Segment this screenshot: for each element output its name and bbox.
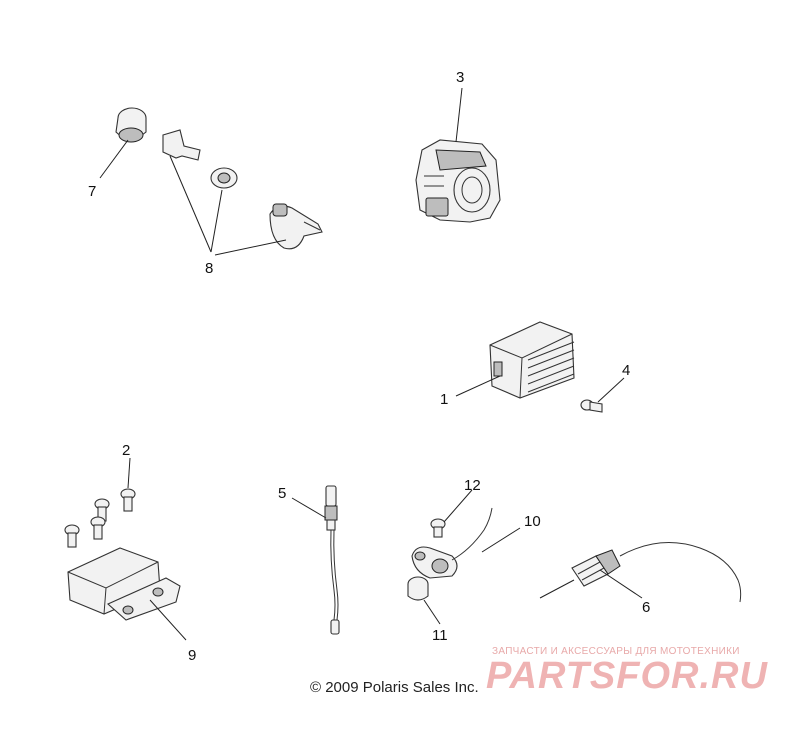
callout-12: 12 (464, 477, 481, 494)
leader-8a (169, 155, 212, 253)
leader-3 (455, 87, 463, 143)
callout-6: 6 (642, 599, 650, 616)
part-3-switch-housing (415, 139, 501, 223)
callout-8: 8 (205, 260, 213, 277)
callout-10: 10 (524, 513, 541, 530)
copyright-notice: © 2009 Polaris Sales Inc. (310, 679, 479, 696)
leader-10 (481, 527, 521, 553)
leader-7 (99, 139, 129, 179)
watermark-logo: PARTSFOR.RU (486, 655, 768, 697)
leader-11 (423, 599, 441, 625)
callout-7: 7 (88, 183, 96, 200)
callout-9: 9 (188, 647, 196, 664)
part-7-cap (115, 107, 147, 143)
part-1-regulator (489, 321, 575, 399)
leader-8b (210, 189, 223, 253)
leader-1 (455, 375, 501, 397)
callout-5: 5 (278, 485, 286, 502)
leader-2 (127, 457, 131, 489)
leader-6a (539, 579, 575, 599)
callout-4: 4 (622, 362, 630, 379)
leader-12 (443, 489, 473, 523)
part-2-screws (64, 488, 136, 548)
callout-3: 3 (456, 69, 464, 86)
part-4-screw (580, 399, 603, 413)
leader-6b (599, 569, 643, 599)
leader-9 (149, 599, 187, 641)
callout-11: 11 (432, 627, 448, 644)
part-9-cdi-box (67, 547, 181, 621)
callout-2: 2 (122, 442, 130, 459)
part-10-sensor-bracket (411, 507, 493, 579)
leader-4 (597, 377, 625, 403)
watermark-subtitle: ЗАПЧАСТИ И АКСЕССУАРЫ ДЛЯ МОТОТЕХНИКИ (492, 646, 740, 657)
part-12-bolt (430, 518, 446, 538)
callout-1: 1 (440, 391, 448, 408)
part-8-key-switch (162, 129, 323, 250)
leader-8c (214, 239, 287, 256)
part-11-cap (407, 576, 429, 601)
part-6-temp-sensor (571, 542, 742, 603)
leader-5 (291, 497, 327, 519)
part-5-sensor (324, 485, 340, 635)
